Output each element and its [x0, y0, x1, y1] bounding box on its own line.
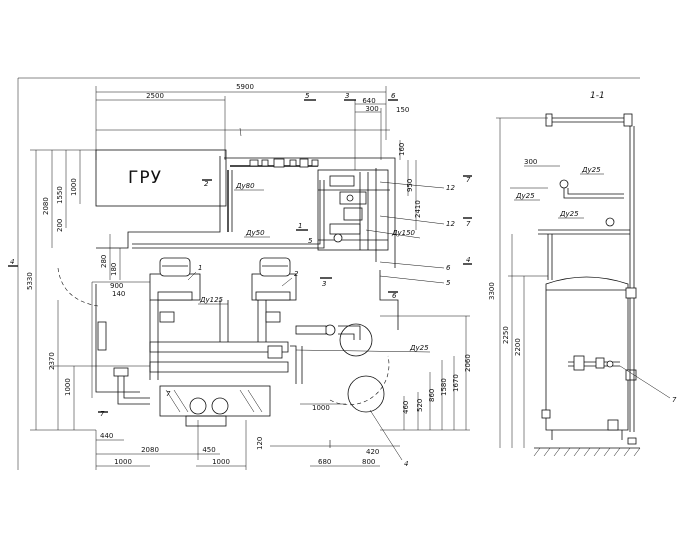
section-title: 1-1	[590, 91, 605, 101]
label-du25-a: Ду25	[581, 166, 601, 174]
dim-2500: 2500	[146, 92, 164, 100]
dim-1550: 1550	[56, 186, 64, 204]
boiler-2	[251, 257, 297, 301]
section-1-1-view: 1-1 3300 300 Ду25 Ду25 Ду25 2250	[488, 91, 677, 457]
dim-2250: 2250	[502, 326, 510, 344]
callout-12b: 12	[446, 220, 455, 228]
section-mark-7c: 7	[100, 410, 105, 418]
callout-5b: 5	[446, 279, 451, 287]
dim-1000b: 1000	[64, 378, 72, 396]
section-mark-1: 1	[298, 222, 302, 230]
dim-180: 180	[110, 263, 118, 276]
section-mark-3b: 3	[322, 280, 326, 288]
dim-680: 680	[318, 458, 331, 466]
dim-450: 450	[202, 446, 215, 454]
section-mark-4-left: 4	[10, 258, 14, 266]
boiler-1	[149, 257, 201, 301]
dim-2410: 2410	[414, 200, 422, 218]
dim-150: 150	[396, 106, 409, 114]
dim-460: 460	[402, 401, 410, 414]
manifold-group	[317, 168, 390, 262]
section-mark-2: 2	[204, 180, 209, 188]
dim-2200: 2200	[514, 338, 522, 356]
label-du25-plan: Ду25	[409, 344, 429, 352]
dim-5330: 5330	[26, 272, 34, 290]
label-du125: Ду125	[199, 296, 224, 304]
dim-420: 420	[366, 448, 379, 456]
label-du25-b: Ду25	[515, 192, 535, 200]
label-du50: Ду50	[245, 229, 265, 237]
section-mark-3: 3	[345, 92, 349, 100]
dim-1670: 1670	[452, 374, 460, 392]
section-mark-7b: 7	[466, 220, 471, 228]
dim-300-section: 300	[524, 158, 537, 166]
callout-12a: 12	[446, 184, 455, 192]
section-mark-7a: 7	[466, 176, 471, 184]
section-mark-5b: 5	[308, 237, 313, 245]
label-du150: Ду150	[391, 229, 416, 237]
valve-strip-top	[249, 158, 319, 168]
dim-200: 200	[56, 219, 64, 232]
callout-2: 2	[294, 270, 299, 278]
dim-950: 950	[406, 179, 414, 192]
gru-box	[95, 149, 227, 207]
flue-collector	[159, 385, 271, 427]
dim-2370: 2370	[48, 352, 56, 370]
section-mark-6: 6	[391, 92, 396, 100]
dim-1000: 1000	[70, 178, 78, 196]
section-mark-6c: 6	[392, 292, 397, 300]
section-mark-7d: 7	[166, 390, 171, 398]
label-du25-c: Ду25	[559, 210, 579, 218]
label-du80: Ду80	[235, 182, 255, 190]
dim-1000-bot-b: 1000	[212, 458, 230, 466]
callout-7: 7	[672, 396, 677, 404]
dim-440: 440	[100, 432, 113, 440]
dim-3300: 3300	[488, 282, 496, 300]
callout-4b: 4	[404, 460, 408, 468]
section-mark-4r: 4	[466, 256, 470, 264]
gru-title: ГРУ	[128, 168, 162, 188]
callout-1: 1	[198, 264, 202, 272]
dim-520: 520	[416, 399, 424, 412]
dim-1000-mid: 1000	[312, 404, 330, 412]
dim-1580: 1580	[440, 378, 448, 396]
dim-2080: 2080	[141, 446, 159, 454]
dim-900: 900	[110, 282, 123, 290]
ground-hatch	[533, 447, 641, 457]
dim-2060: 2060	[464, 354, 472, 372]
tank-circle	[339, 323, 373, 357]
room-wall-top	[224, 157, 396, 268]
dim-140: 140	[112, 290, 125, 298]
dim-160: 160	[398, 143, 406, 156]
dim-1000-bot-a: 1000	[114, 458, 132, 466]
dim-5900: 5900	[236, 83, 254, 91]
dim-300: 300	[365, 105, 378, 113]
dim-280: 280	[100, 255, 108, 268]
section-mark-5: 5	[305, 92, 310, 100]
dim-800: 800	[362, 458, 375, 466]
dim-2080-v: 2080	[42, 197, 50, 215]
dim-640: 640	[362, 97, 375, 105]
dim-120: 120	[256, 437, 264, 450]
dim-860: 860	[428, 389, 436, 402]
callout-6b: 6	[446, 264, 451, 272]
storage-tank	[541, 276, 637, 440]
plan-view: 5900 2500 640 300 150 5 3 6 ГРУ 2	[8, 83, 472, 470]
